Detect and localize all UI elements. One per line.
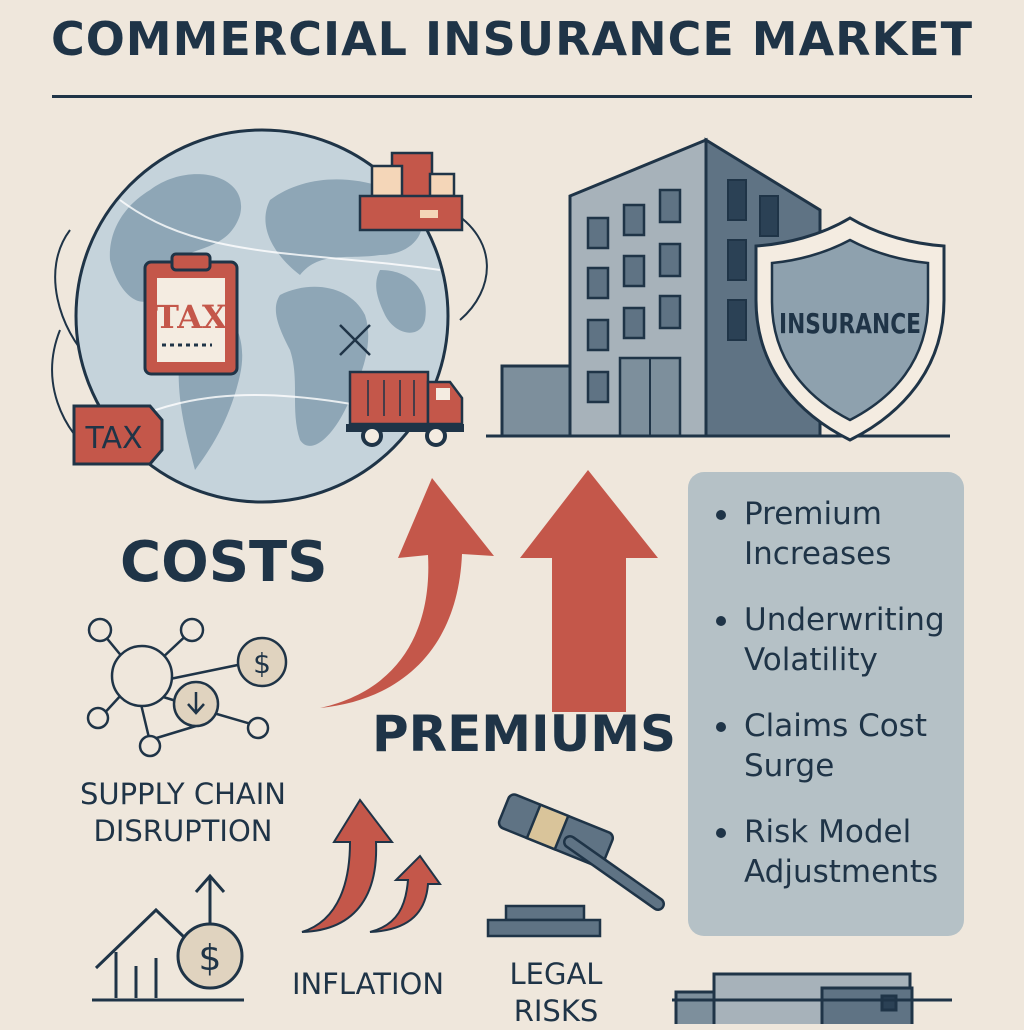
house-dollar-icon: $ [92,873,244,1002]
impacts-list: Premium Increases Underwriting Volatilit… [688,472,964,892]
impacts-panel: Premium Increases Underwriting Volatilit… [688,472,964,936]
supply-chain-line2: DISRUPTION [93,814,273,848]
shipping-boxes-icon [358,151,464,232]
tax-clipboard-text: TAX [155,298,227,336]
inflation-label: INFLATION [291,967,445,1001]
tax-clipboard-icon: TAX [143,252,239,376]
impact-item: Underwriting Volatility [710,600,964,680]
insurance-shield-icon: INSURANCE [754,216,946,442]
supply-chain-label: SUPPLY CHAIN DISRUPTION [68,776,298,850]
tax-tag-icon: TAX [72,404,164,466]
inflation-arrows-icon [301,798,442,933]
gavel-icon [486,793,665,938]
truck-icon [346,370,464,447]
legal-line2: RISKS [513,994,599,1028]
bottom-building-icon [672,972,952,1024]
orbit-line [449,209,488,321]
title-divider [52,95,972,98]
curved-up-arrow-icon [320,478,494,708]
premiums-label: PREMIUMS [372,705,677,763]
svg-text:$: $ [253,647,271,680]
legal-risks-label: LEGAL RISKS [494,956,618,1030]
svg-text:$: $ [199,938,222,979]
supply-network-icon: $ [86,617,288,758]
supply-chain-line1: SUPPLY CHAIN [80,777,286,811]
impact-item: Claims Cost Surge [710,706,964,786]
impact-item: Premium Increases [710,494,964,574]
shield-label: INSURANCE [779,307,921,340]
impact-item: Risk Model Adjustments [710,812,964,892]
tax-tag-text: TAX [84,421,142,456]
page-title: COMMERCIAL INSURANCE MARKET [50,12,974,66]
legal-line1: LEGAL [509,957,603,991]
straight-up-arrow-icon [520,470,658,712]
costs-label: COSTS [120,530,328,595]
